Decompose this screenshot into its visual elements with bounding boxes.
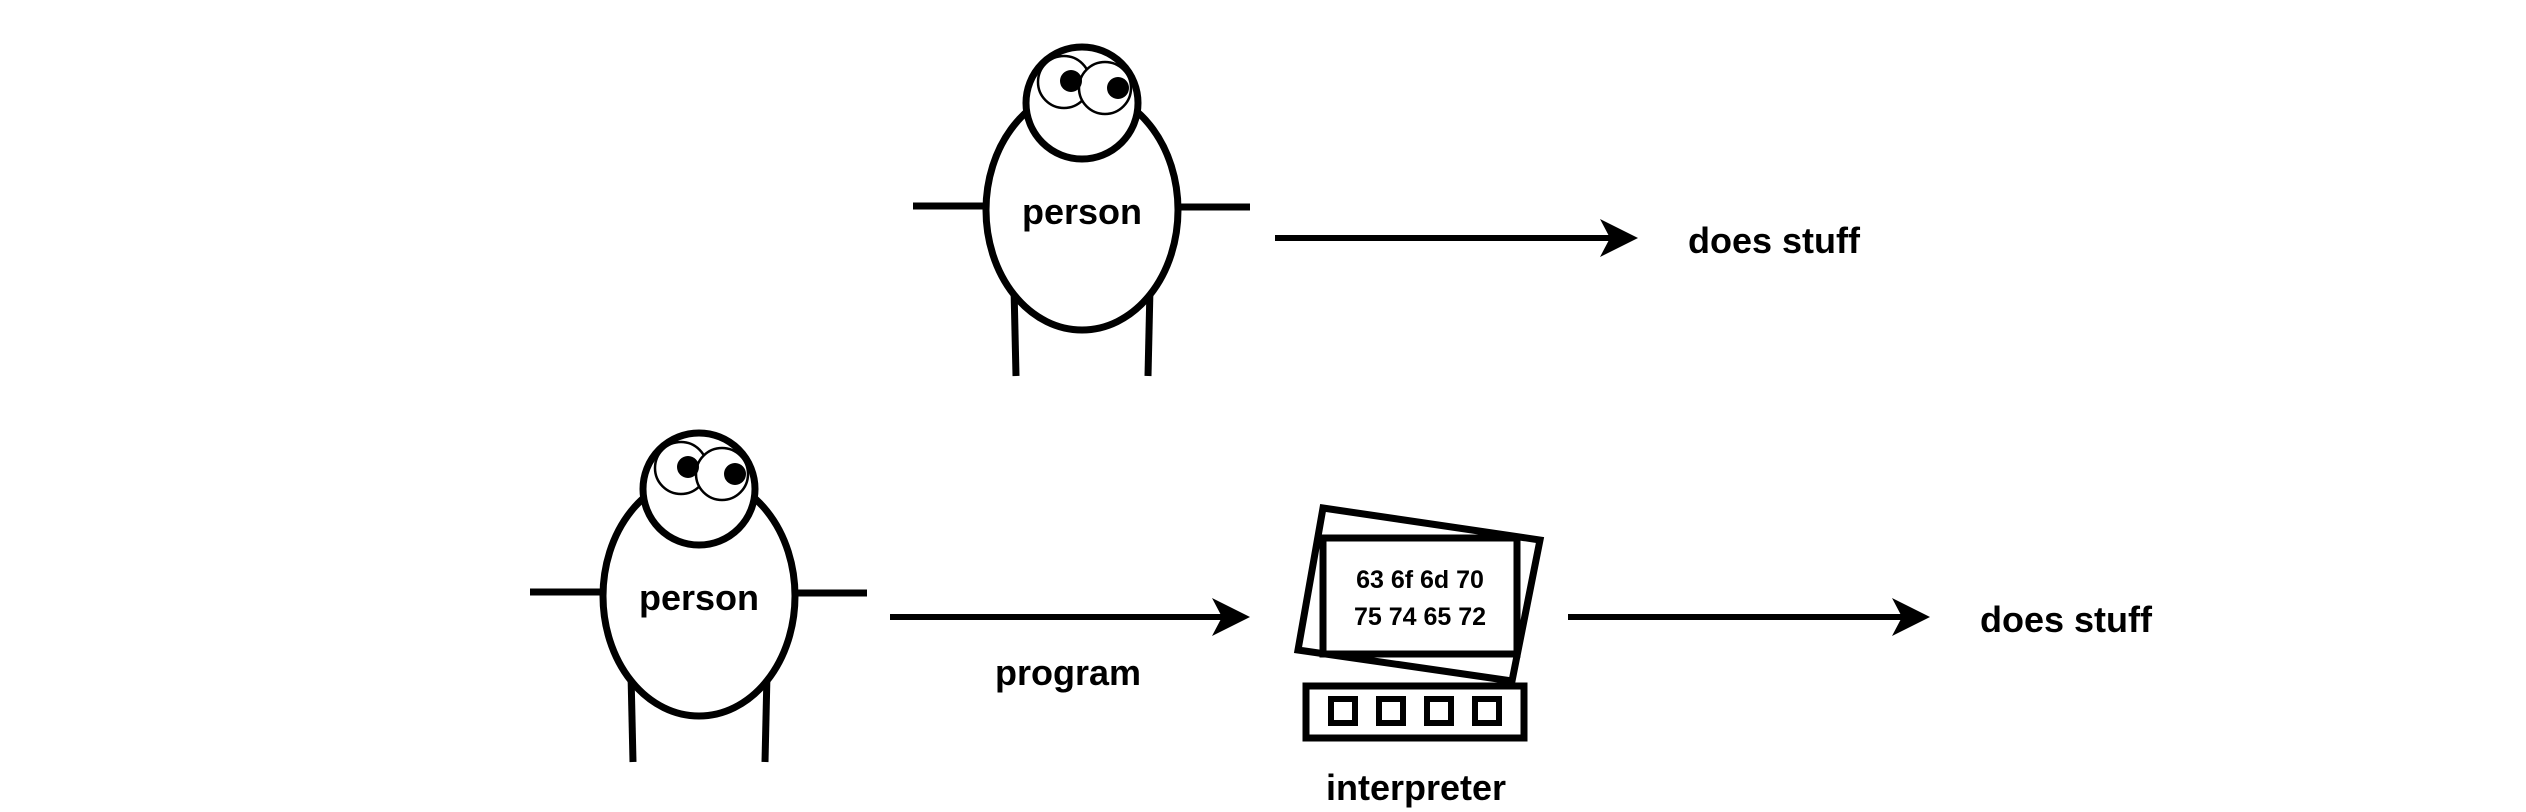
interpreter-key [1424,696,1454,726]
bottom-person-label: person [639,577,759,618]
top-person-figure: person [913,43,1250,377]
output-arrow [1568,598,1930,636]
top-arrow [1275,219,1638,257]
bottom-person-left-leg [627,673,637,763]
top-output-label: does stuff [1688,220,1861,261]
interpreter-label: interpreter [1326,767,1506,808]
top-person-left-leg [1010,287,1020,377]
top-person-eyes-icon [1036,54,1133,116]
interpreter-key [1328,696,1358,726]
top-person-label: person [1022,191,1142,232]
bottom-person-eyes-icon [653,440,750,502]
interpreter-screen [1319,534,1521,658]
program-arrow [890,598,1250,636]
interpreter-key [1472,696,1502,726]
bottom-output-label: does stuff [1980,599,2153,640]
bottom-person-figure: person [530,429,867,763]
interpreter-screen-line-1: 63 6f 6d 70 [1356,566,1484,594]
top-person-right-leg [1144,287,1154,377]
program-arrow-label: program [995,652,1141,693]
interpreter-screen-line-2: 75 74 65 72 [1354,603,1486,631]
interpreter-computer-icon: 63 6f 6d 70 75 74 65 72 [1293,504,1545,742]
interpreter-key [1376,696,1406,726]
bottom-person-right-leg [761,673,771,763]
